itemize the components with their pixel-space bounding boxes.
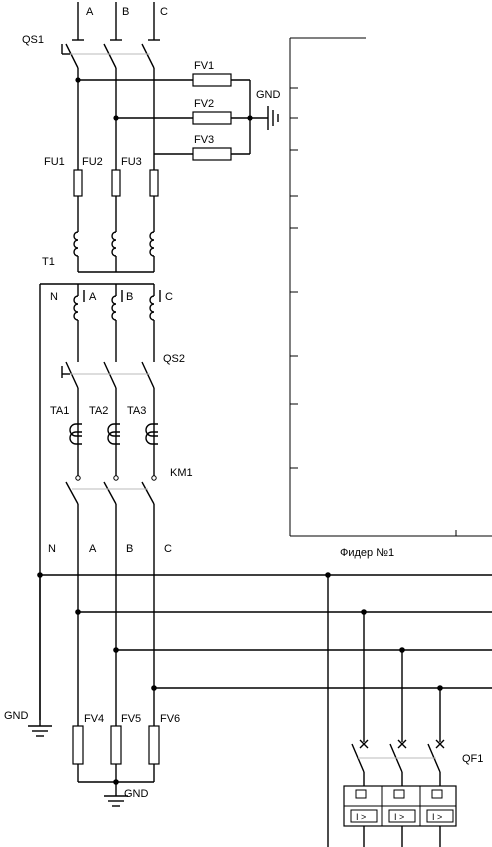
label-phase-c-lower: C — [164, 543, 172, 555]
label-fv5: FV5 — [121, 713, 141, 725]
breaker-mark-2: I > — [394, 812, 404, 822]
fuses-fu1-fu3 — [73, 169, 159, 197]
label-phase-c-top: C — [160, 6, 168, 18]
breaker-mark-1: I > — [356, 812, 366, 822]
label-phase-a-lower: A — [89, 543, 97, 555]
transformer-t1-secondary — [39, 283, 161, 720]
switch-qs2 — [61, 361, 155, 420]
label-gnd-top: GND — [256, 89, 281, 101]
label-fu2: FU2 — [82, 156, 103, 168]
label-km1: KM1 — [170, 467, 193, 479]
label-qs1: QS1 — [22, 34, 44, 46]
switch-qs1 — [61, 43, 155, 69]
label-phase-a-sec: A — [89, 291, 97, 303]
label-fv3: FV3 — [194, 134, 214, 146]
label-fv4: FV4 — [84, 713, 104, 725]
label-phase-b-lower: B — [126, 543, 133, 555]
label-neutral-lower: N — [48, 543, 56, 555]
label-gnd-bottom: GND — [124, 788, 149, 800]
label-phase-c-sec: C — [165, 291, 173, 303]
transformer-t1-primary — [73, 231, 155, 273]
feeder-panel — [289, 37, 492, 537]
label-gnd-left: GND — [4, 710, 29, 722]
current-transformers — [69, 420, 158, 476]
label-neutral-upper: N — [50, 291, 58, 303]
breaker-qf1 — [343, 612, 457, 847]
busbars — [37, 572, 492, 691]
contactor-km1 — [65, 475, 157, 760]
label-phase-a-top: A — [86, 6, 94, 18]
feeder-title: Фидер №1 — [340, 547, 394, 559]
arresters-fv4-fv6 — [72, 725, 160, 807]
label-phase-b-sec: B — [126, 291, 133, 303]
label-qs2: QS2 — [163, 353, 185, 365]
label-ta2: TA2 — [89, 405, 108, 417]
arresters-fv1-fv3 — [75, 73, 268, 161]
label-fu1: FU1 — [44, 156, 65, 168]
label-fv1: FV1 — [194, 60, 214, 72]
label-fv6: FV6 — [160, 713, 180, 725]
label-t1: T1 — [42, 256, 55, 268]
label-fu3: FU3 — [121, 156, 142, 168]
label-ta3: TA3 — [127, 405, 146, 417]
label-phase-b-top: B — [122, 6, 129, 18]
ground-symbol-top — [267, 106, 279, 130]
label-ta1: TA1 — [50, 405, 69, 417]
label-qf1: QF1 — [462, 753, 483, 765]
input-terminals — [72, 2, 160, 41]
ground-symbol-left — [28, 575, 52, 737]
label-fv2: FV2 — [194, 98, 214, 110]
breaker-mark-3: I > — [432, 812, 442, 822]
